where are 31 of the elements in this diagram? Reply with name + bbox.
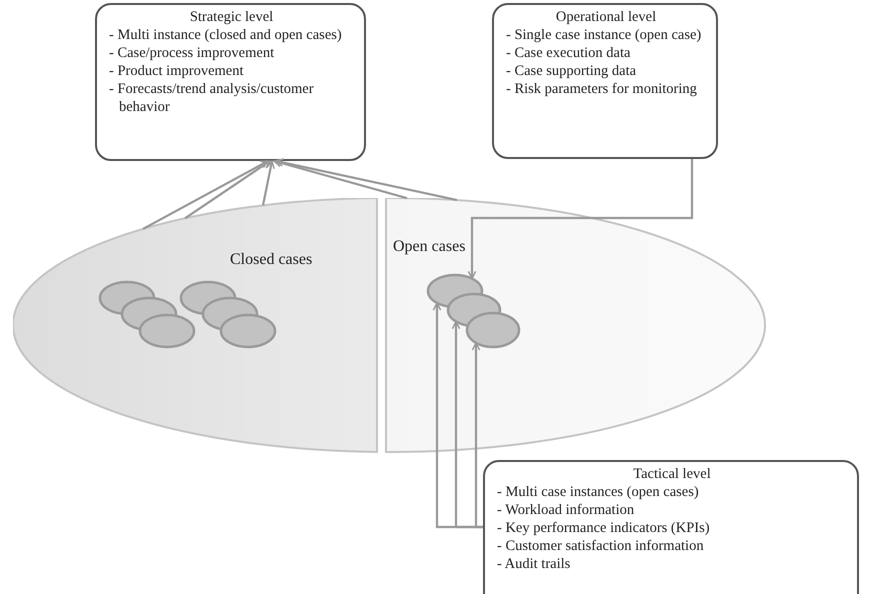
level-box xyxy=(95,3,366,161)
bullet-item: - Case execution data xyxy=(506,44,632,62)
arrow xyxy=(468,159,694,280)
case-oval xyxy=(219,313,277,349)
bullet-item: - Product improvement xyxy=(109,62,245,80)
bullet-item: - Workload information xyxy=(497,501,636,519)
level-box xyxy=(492,3,718,159)
bullet-item: - Customer satisfaction information xyxy=(497,537,705,555)
case-oval xyxy=(465,311,521,349)
bullet-item: - Risk parameters for monitoring xyxy=(506,80,698,98)
box-heading: Strategic level xyxy=(188,8,274,26)
arrow xyxy=(184,160,271,220)
group-label: Closed cases xyxy=(230,251,312,269)
arrow xyxy=(142,160,269,230)
bullet-item: - Multi instance (closed and open cases) xyxy=(109,26,343,44)
box-heading: Tactical level xyxy=(632,465,712,483)
bullet-item: - Key performance indicators (KPIs) xyxy=(497,519,711,537)
bullet-item: - Case supporting data xyxy=(506,62,638,80)
bullet-item: - Case/process improvement xyxy=(109,44,276,62)
bullet-item: - Audit trails xyxy=(497,555,572,573)
group-label: Open cases xyxy=(393,238,466,256)
bullet-item: - Multi case instances (open cases) xyxy=(497,483,700,501)
arrow xyxy=(472,342,483,528)
bullet-item: - Forecasts/trend analysis/customer behavior xyxy=(109,80,315,116)
box-heading: Operational level xyxy=(554,8,658,26)
arrow xyxy=(275,158,458,202)
case-oval xyxy=(138,313,196,349)
level-box xyxy=(483,460,859,594)
bullet-item: - Single case instance (open case) xyxy=(506,26,702,44)
arrow xyxy=(262,160,275,206)
arrow xyxy=(273,158,408,200)
